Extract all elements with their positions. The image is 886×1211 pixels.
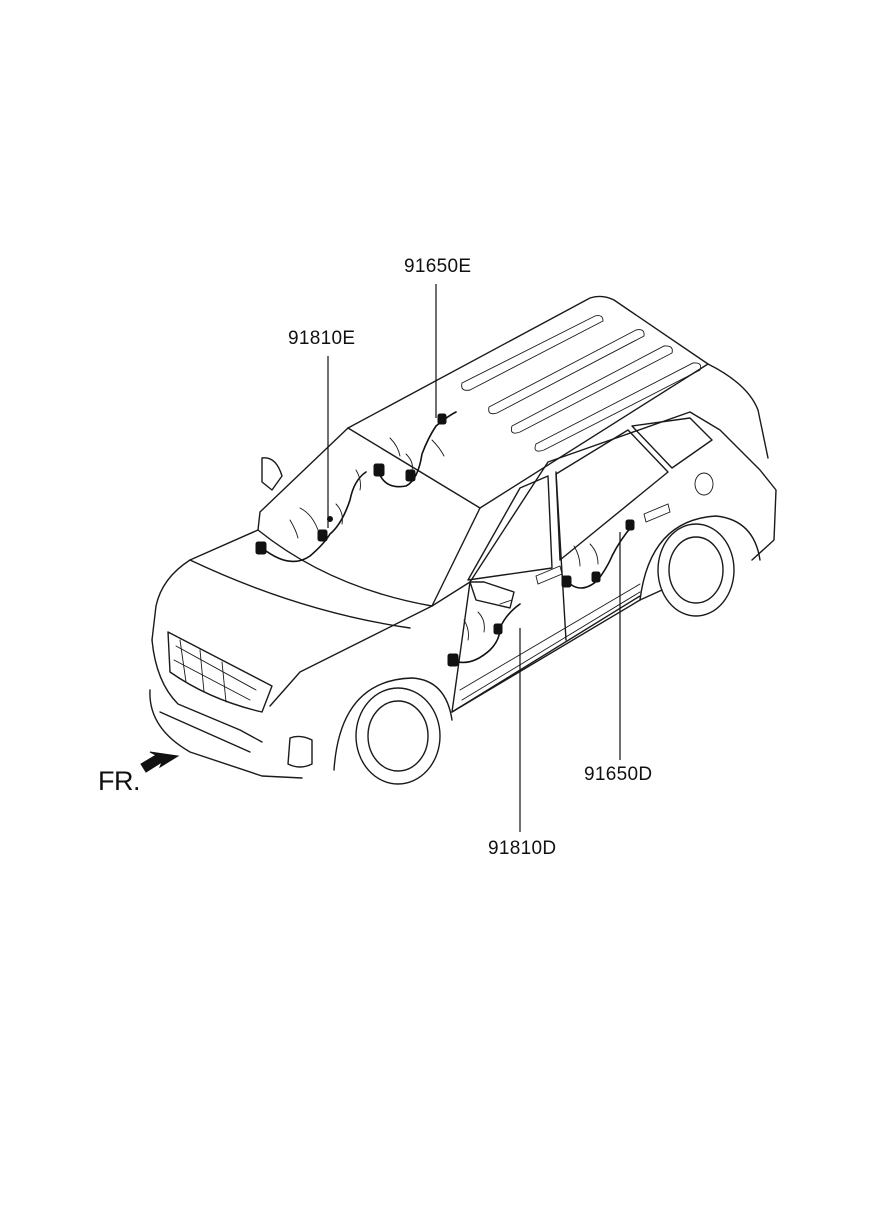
harness-91810E [255, 469, 367, 563]
vehicle-outline [149, 295, 777, 785]
callout-91810E[interactable]: 91810E [288, 328, 356, 349]
callout-91810D[interactable]: 91810D [488, 838, 557, 859]
harness-91650E [373, 411, 457, 488]
front-direction-label: FR. [98, 766, 141, 796]
callout-91650D[interactable]: 91650D [584, 764, 653, 785]
front-direction-arrow-icon [140, 751, 180, 773]
harness-91810D [447, 599, 521, 667]
harness-91650D [561, 519, 635, 589]
callout-91650E[interactable]: 91650E [404, 256, 472, 277]
